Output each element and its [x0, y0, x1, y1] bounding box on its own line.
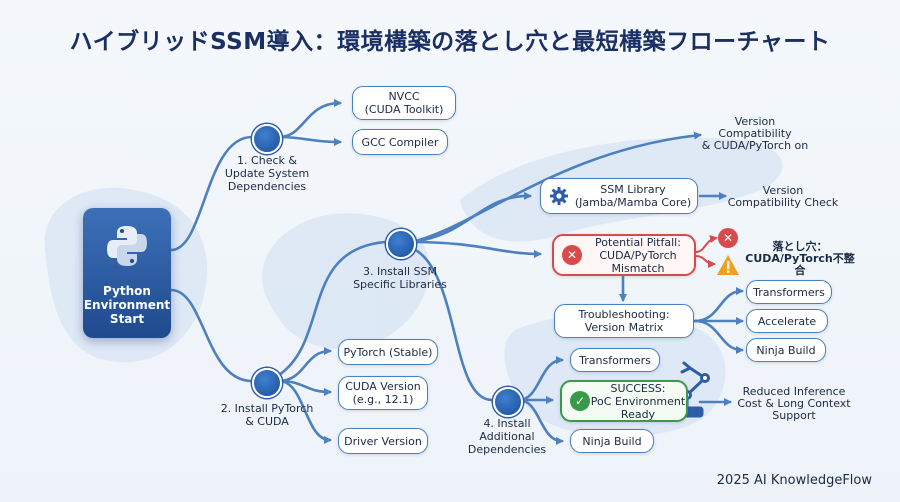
add-ninja-build-node[interactable]: Ninja Build: [570, 429, 654, 453]
nvcc-node[interactable]: NVCC (CUDA Toolkit): [352, 86, 456, 120]
check-icon: ✓: [570, 391, 590, 411]
step-1-label: 1. Check & Update System Dependencies: [224, 154, 310, 193]
success-node[interactable]: ✓ SUCCESS: PoC Environment Ready: [560, 380, 688, 422]
connector-lines: [169, 99, 744, 445]
troubleshooting-node[interactable]: Troubleshooting: Version Matrix: [554, 304, 694, 338]
pitfall-note-text: 落とし穴： CUDA/PyTorch不整合: [745, 240, 855, 277]
gcc-compiler-node[interactable]: GCC Compiler: [352, 129, 448, 155]
error-x-icon-side: ✕: [718, 228, 738, 248]
version-compat-check-text: Version Compatibility Check: [727, 184, 839, 209]
footer-credit: 2025 AI KnowledgeFlow: [716, 473, 872, 488]
warning-icon: [717, 255, 739, 275]
version-compat-top-text: Version Compatibility & CUDA/PyTorch on: [701, 115, 809, 152]
gear-icon: [550, 187, 568, 205]
error-x-icon: ✕: [562, 245, 582, 265]
step-2-label: 2. Install PyTorch & CUDA: [220, 402, 314, 428]
pitfall-connectors: [695, 235, 718, 268]
step-2-dot[interactable]: [252, 368, 282, 398]
step-3-label: 3. Install SSM Specific Libraries: [353, 265, 447, 291]
step-4-dot[interactable]: [493, 387, 523, 417]
pytorch-stable-node[interactable]: PyTorch (Stable): [338, 339, 438, 365]
success-label: SUCCESS: PoC Environment Ready: [590, 381, 686, 421]
start-label: Python Environment Start: [83, 284, 171, 326]
pitfall-node[interactable]: ✕ Potential Pitfall: CUDA/PyTorch Mismat…: [552, 234, 696, 276]
ssm-library-node[interactable]: SSM Library (Jamba/Mamba Core): [540, 178, 698, 214]
pitfall-label: Potential Pitfall: CUDA/PyTorch Mismatch: [595, 235, 681, 275]
driver-version-node[interactable]: Driver Version: [338, 428, 428, 454]
ts-accelerate-node[interactable]: Accelerate: [746, 309, 828, 333]
step-3-dot[interactable]: [386, 229, 416, 259]
ts-ninja-build-node[interactable]: Ninja Build: [746, 338, 826, 362]
page-title: ハイブリッドSSM導入：環境構築の落とし穴と最短構築フローチャート: [69, 29, 831, 55]
cuda-version-node[interactable]: CUDA Version (e.g., 12.1): [338, 376, 428, 410]
add-transformers-node[interactable]: Transformers: [570, 348, 660, 372]
ssm-library-label: SSM Library (Jamba/Mamba Core): [574, 183, 692, 209]
outcome-text: Reduced Inference Cost & Long Context Su…: [737, 385, 851, 422]
start-node[interactable]: Python Environment Start: [83, 208, 171, 338]
python-logo-icon: [107, 226, 147, 266]
step-4-label: 4. Install Additional Dependencies: [467, 417, 547, 456]
step-1-dot[interactable]: [252, 124, 282, 154]
ts-transformers-node[interactable]: Transformers: [746, 280, 832, 304]
